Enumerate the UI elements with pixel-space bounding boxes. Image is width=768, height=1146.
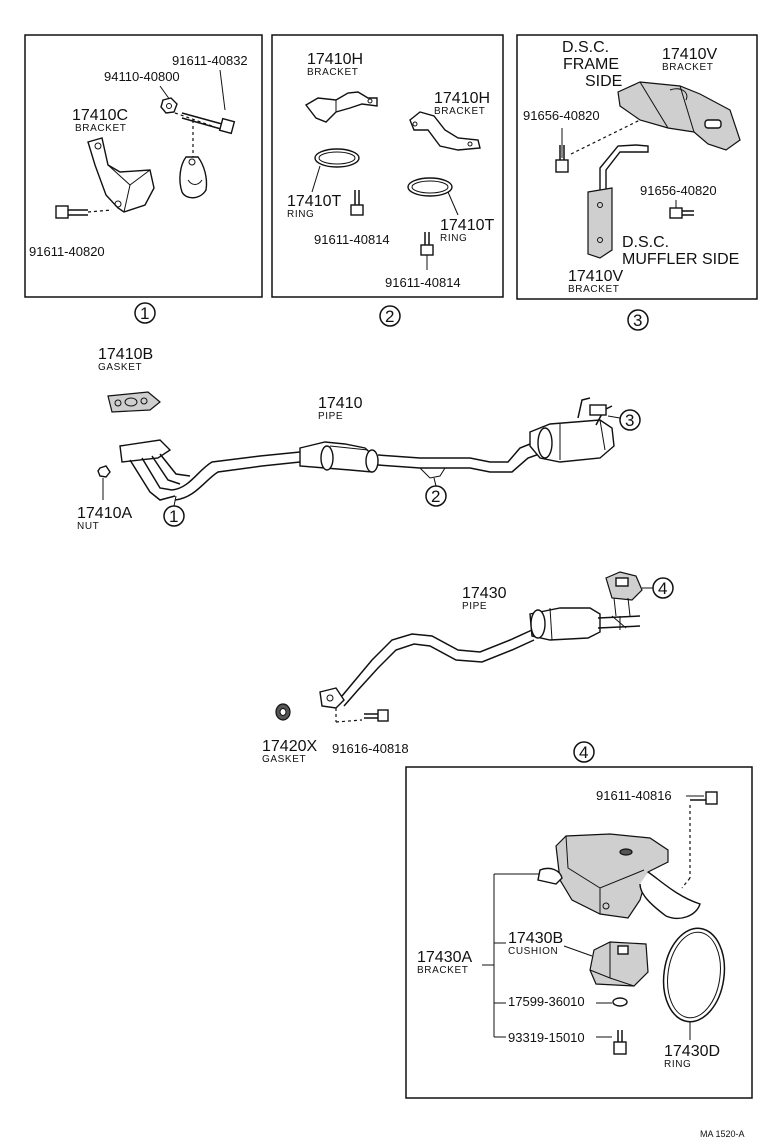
bracket-17410V-frame-side-drawing (617, 81, 741, 151)
part-91611-40816: 91611-40816 (596, 788, 672, 803)
part-17430: 17430 (462, 585, 507, 602)
callout-2-under-box: 2 (379, 305, 401, 327)
bolt-box3-b-drawing (669, 200, 694, 219)
cushion-17430B-drawing (563, 941, 649, 987)
detail-box-1 (24, 34, 263, 298)
detail-box-2 (271, 34, 504, 298)
part-91611-40832: 91611-40832 (172, 53, 248, 68)
gasket-17420X-drawing (275, 703, 291, 721)
part-17410B: 17410B (98, 346, 153, 363)
part-17430B-name: CUSHION (508, 946, 558, 957)
part-91616-40818: 91616-40818 (332, 741, 409, 756)
bolt-box2-b-drawing (420, 232, 434, 270)
part-17410T-a-name: RING (287, 209, 314, 220)
part-17430D-name: RING (664, 1059, 691, 1070)
part-17430D: 17430D (664, 1043, 720, 1060)
part-91611-40820: 91611-40820 (29, 244, 105, 259)
svg-text:1: 1 (140, 304, 149, 323)
dsc-muffler-line2: MUFFLER SIDE (622, 251, 739, 268)
part-93319-15010: 93319-15010 (508, 1030, 585, 1045)
nut-drawing (159, 85, 178, 114)
part-17410-name: PIPE (318, 411, 343, 422)
callout-2-main: 2 (425, 485, 447, 507)
hanger-drawing (179, 156, 208, 199)
svg-text:4: 4 (658, 579, 667, 598)
part-17410B-name: GASKET (98, 362, 142, 373)
callout-4-box: 4 (573, 741, 595, 763)
part-91611-40814-b: 91611-40814 (385, 275, 461, 290)
part-94110-40800: 94110-40800 (104, 69, 180, 84)
bolt-lower-drawing (55, 205, 113, 219)
bolt-91611-40816-drawing (681, 791, 718, 889)
dsc-frame-line2: FRAME (563, 56, 619, 73)
callout-3-under-box: 3 (627, 309, 649, 331)
part-17420X-name: GASKET (262, 754, 306, 765)
part-17410C-name: BRACKET (75, 123, 126, 134)
svg-text:3: 3 (625, 411, 634, 430)
bolt-drawing (181, 69, 236, 135)
gasket-17410B-drawing (107, 391, 161, 413)
svg-text:2: 2 (431, 487, 440, 506)
part-17430-name: PIPE (462, 601, 487, 612)
bolt-box3-a-drawing (555, 128, 569, 173)
svg-text:4: 4 (579, 743, 588, 762)
part-17430A-name: BRACKET (417, 965, 468, 976)
callout-3-main: 3 (607, 409, 641, 431)
bracket-17410H-b-drawing (409, 111, 481, 151)
part-17599-36010: 17599-36010 (508, 994, 585, 1009)
part-17410T-b-name: RING (440, 233, 467, 244)
part-17410H-a-name: BRACKET (307, 67, 358, 78)
ring-17430D-drawing (662, 927, 726, 1040)
callout-1-main: 1 (163, 495, 185, 527)
part-17430B: 17430B (508, 930, 563, 947)
pipe-17430-drawing (319, 571, 643, 709)
part-17420X: 17420X (262, 738, 317, 755)
part-91656-40820-b: 91656-40820 (640, 183, 717, 198)
part-17410V-a: 17410V (662, 46, 717, 63)
part-17410V-b-name: BRACKET (568, 284, 619, 295)
svg-text:1: 1 (169, 507, 178, 526)
callout-4-main: 4 (642, 577, 674, 599)
part-17410H-a: 17410H (307, 51, 363, 68)
part-17410V-a-name: BRACKET (662, 62, 713, 73)
bracket-17410C-drawing (87, 137, 155, 213)
bracket-17430A-leaders (482, 873, 540, 1038)
dsc-muffler-line1: D.S.C. (622, 234, 669, 251)
diagram-reference-code: MA 1520-A (700, 1129, 745, 1139)
washer-17599-36010-drawing (612, 997, 628, 1007)
part-91656-40820-a: 91656-40820 (523, 108, 600, 123)
part-17410A: 17410A (77, 505, 132, 522)
bolt-box2-a-drawing (350, 190, 364, 216)
part-17410H-b: 17410H (434, 90, 490, 107)
part-17410C: 17410C (72, 107, 128, 124)
bolt-91616-40818-drawing (335, 708, 389, 723)
part-17410: 17410 (318, 395, 363, 412)
part-17410T-a: 17410T (287, 193, 341, 210)
bracket-17410H-a-drawing (304, 91, 378, 123)
callout-1-under-box: 1 (134, 302, 156, 324)
part-17410A-name: NUT (77, 521, 99, 532)
pipe-17410-drawing (119, 397, 615, 501)
nut-17410A-drawing (97, 465, 111, 478)
part-17410V-b: 17410V (568, 268, 623, 285)
part-91611-40814-a: 91611-40814 (314, 232, 390, 247)
svg-text:2: 2 (385, 307, 394, 326)
part-17410H-b-name: BRACKET (434, 106, 485, 117)
part-17430A: 17430A (417, 949, 472, 966)
detail-box-4 (405, 766, 753, 1099)
dsc-frame-line3: SIDE (585, 73, 622, 90)
part-17410T-b: 17410T (440, 217, 494, 234)
svg-text:3: 3 (633, 311, 642, 330)
bracket-17410V-muffler-side-drawing (587, 144, 649, 259)
bracket-17430A-drawing (537, 833, 701, 920)
bolt-93319-15010-drawing (596, 1030, 627, 1055)
dsc-frame-line1: D.S.C. (562, 39, 609, 56)
detail-box-3 (516, 34, 758, 300)
